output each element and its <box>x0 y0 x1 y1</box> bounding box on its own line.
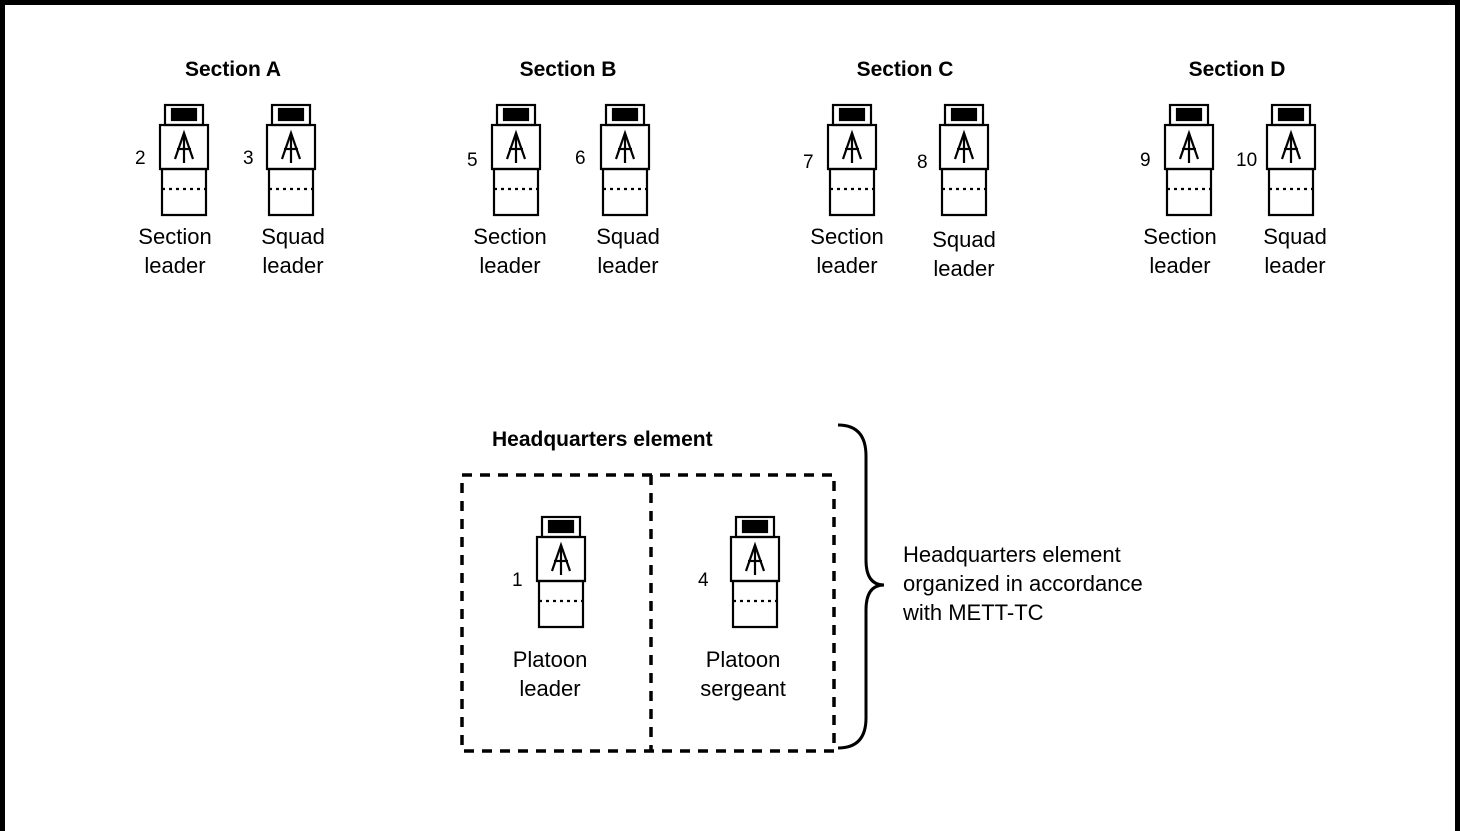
section-c-title: Section C <box>856 58 954 81</box>
vehicle-number: 10 <box>1236 150 1258 171</box>
vehicle-number: 9 <box>1140 150 1151 171</box>
vehicle-number: 2 <box>135 148 146 169</box>
vehicle-number: 7 <box>803 152 814 173</box>
vehicle-number: 3 <box>243 148 254 169</box>
vehicle-number: 4 <box>698 570 709 591</box>
hq-note: Headquarters element organized in accord… <box>903 542 1143 625</box>
tank-icon <box>726 515 784 630</box>
tank-icon <box>532 515 590 630</box>
hq-title: Headquarters element <box>492 428 713 451</box>
section-d-title: Section D <box>1188 58 1286 81</box>
section-a-title: Section A <box>184 58 282 81</box>
vehicle-number: 6 <box>575 148 586 169</box>
section-b-title: Section B <box>519 58 617 81</box>
vehicle-number: 5 <box>467 150 478 171</box>
vehicle-number: 1 <box>512 570 523 591</box>
vehicle-number: 8 <box>917 152 928 173</box>
